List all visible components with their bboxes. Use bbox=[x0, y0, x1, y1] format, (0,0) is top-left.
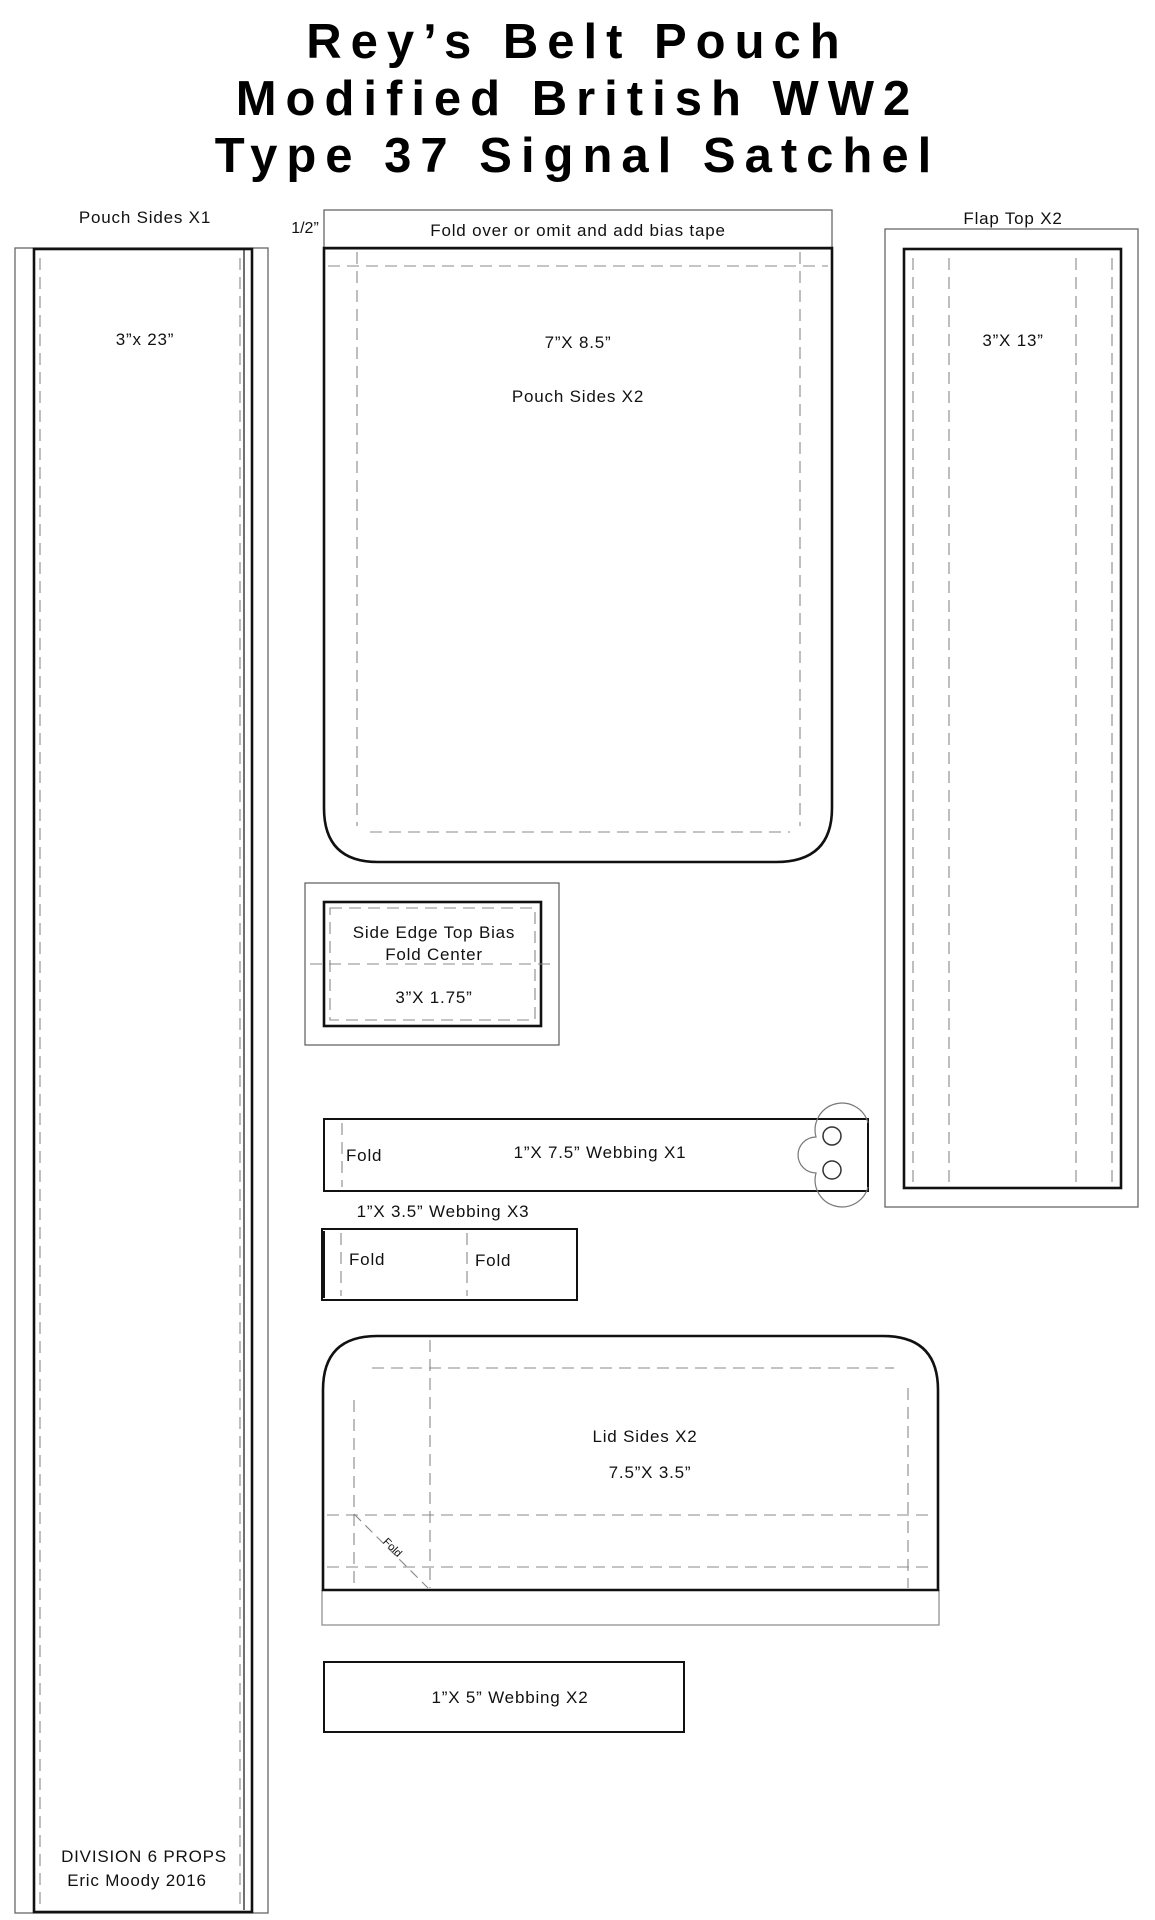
webbing-mid-label: 1”X 5” Webbing X2 bbox=[432, 1688, 589, 1707]
title-line-3: Type 37 Signal Satchel bbox=[214, 129, 941, 183]
lid-sides-size: 7.5”X 3.5” bbox=[609, 1463, 692, 1482]
webbing-short-fold-a: Fold bbox=[349, 1250, 385, 1269]
webbing-short-label: 1”X 3.5” Webbing X3 bbox=[357, 1202, 530, 1221]
pouch-body-size: 7”X 8.5” bbox=[545, 333, 612, 352]
flap-top-size: 3”X 13” bbox=[982, 331, 1043, 350]
lid-sides-piece bbox=[321, 1334, 940, 1626]
pouch-body-piece bbox=[322, 209, 834, 864]
pouch-body-label: Pouch Sides X2 bbox=[512, 387, 644, 406]
webbing-long-label: 1”X 7.5” Webbing X1 bbox=[514, 1143, 687, 1162]
bias-tab-line-2: Fold Center bbox=[385, 945, 483, 964]
lid-sides-fold: Fold bbox=[380, 1536, 404, 1560]
snap-hole-upper-icon bbox=[822, 1126, 842, 1146]
title-line-2: Modified British WW2 bbox=[235, 72, 920, 126]
webbing-short-fold-b: Fold bbox=[475, 1251, 511, 1270]
side-strip-label: Pouch Sides X1 bbox=[79, 208, 211, 227]
webbing-long-fold: Fold bbox=[346, 1146, 382, 1165]
title-line-1: Rey’s Belt Pouch bbox=[306, 15, 849, 69]
credit-line-2: Eric Moody 2016 bbox=[67, 1871, 207, 1890]
webbing-mid-piece bbox=[323, 1661, 685, 1733]
bias-tab-piece bbox=[304, 882, 560, 1046]
webbing-long-piece bbox=[323, 1102, 869, 1208]
seam-allowance-note: 1/2” bbox=[291, 220, 319, 237]
side-strip-size: 3”x 23” bbox=[116, 330, 175, 349]
lid-sides-label: Lid Sides X2 bbox=[592, 1427, 697, 1446]
snap-hole-lower-icon bbox=[822, 1160, 842, 1180]
flap-top-piece bbox=[884, 228, 1139, 1208]
bias-tab-line-1: Side Edge Top Bias bbox=[353, 923, 515, 942]
fold-over-note: Fold over or omit and add bias tape bbox=[430, 221, 725, 240]
credit-line-1: DIVISION 6 PROPS bbox=[61, 1847, 227, 1866]
side-strip-piece bbox=[14, 247, 269, 1914]
bias-tab-size: 3”X 1.75” bbox=[395, 988, 472, 1007]
webbing-short-piece bbox=[321, 1228, 578, 1301]
flap-top-label: Flap Top X2 bbox=[963, 209, 1062, 228]
